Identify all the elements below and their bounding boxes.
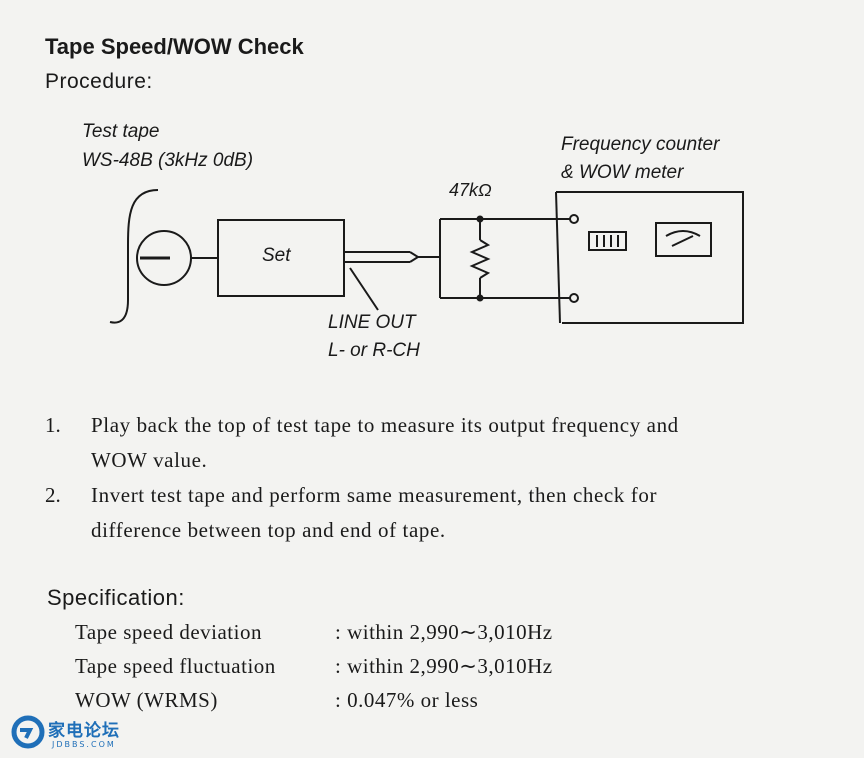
spec-value: : 0.047% or less	[335, 688, 479, 712]
specification-heading: Specification:	[47, 585, 185, 610]
spec-label: Tape speed fluctuation	[75, 654, 276, 678]
step-text-line2: WOW value.	[91, 448, 208, 472]
tape-curve	[109, 189, 159, 324]
step-text-line1: Play back the top of test tape to measur…	[91, 413, 679, 437]
meter-label-line2: & WOW meter	[561, 162, 684, 183]
spec-label: Tape speed deviation	[75, 620, 262, 644]
spec-value: : within 2,990∼3,010Hz	[335, 654, 553, 678]
watermark-text: 家电论坛	[48, 721, 120, 741]
test-tape-label: Test tape	[82, 121, 159, 142]
step-number: 1.	[45, 413, 61, 437]
procedure-step-2: 2. Invert test tape and perform same mea…	[45, 478, 825, 548]
connection-diagram: Test tape WS-48B (3kHz 0dB) Set 47kΩ Fre…	[82, 121, 744, 361]
line-out-label: LINE OUT	[328, 312, 417, 333]
resistor-label: 47kΩ	[449, 180, 492, 200]
watermark-logo-icon	[11, 715, 45, 749]
procedure-step-1: 1. Play back the top of test tape to mea…	[45, 408, 825, 478]
input-terminal-top	[569, 214, 579, 224]
spec-label: WOW (WRMS)	[75, 688, 218, 712]
page-title: Tape Speed/WOW Check	[45, 34, 304, 59]
procedure-label: Procedure:	[45, 70, 153, 93]
watermark-subtext: JDBBS.COM	[52, 740, 116, 749]
line-out-channel: L- or R-CH	[328, 340, 420, 361]
set-label: Set	[262, 245, 291, 266]
step-number: 2.	[45, 483, 61, 507]
step-text-line1: Invert test tape and perform same measur…	[91, 483, 658, 507]
input-terminal-bottom	[569, 293, 579, 303]
meter-label-line1: Frequency counter	[561, 134, 720, 155]
test-tape-model: WS-48B (3kHz 0dB)	[82, 150, 253, 171]
spec-value: : within 2,990∼3,010Hz	[335, 620, 553, 644]
step-text-line2: difference between top and end of tape.	[91, 518, 446, 542]
